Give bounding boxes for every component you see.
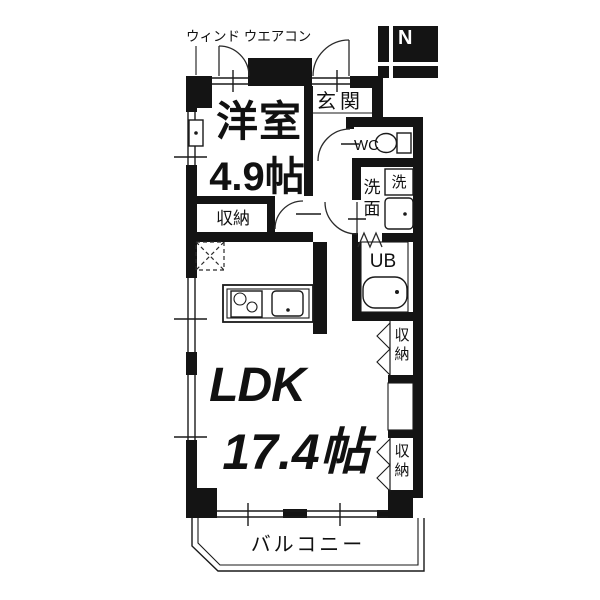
folding-door-bath: [357, 231, 383, 249]
counter-inner: [226, 288, 310, 319]
wall-segment: [186, 196, 275, 204]
fridge-cross: [195, 241, 225, 271]
western-closet-label: 収納: [216, 209, 250, 228]
door-arc: [312, 39, 350, 77]
door-arc: [324, 201, 358, 235]
north-square: [393, 26, 438, 62]
bath-label: UB: [370, 251, 396, 272]
sink-drain: [286, 308, 290, 312]
toilet-tank: [396, 132, 412, 154]
bathtub-icon: [362, 276, 408, 309]
wall-segment: [186, 76, 197, 112]
wall-segment: [346, 117, 354, 129]
wall-segment: [352, 312, 423, 321]
wall-segment: [377, 510, 388, 518]
labels: ウィンド ウエアコン 玄関 WC 洗 洗面 UB 洋室 4.9帖 収納 LDK …: [186, 29, 410, 556]
stove-burner: [233, 292, 247, 306]
door-arc: [317, 128, 351, 162]
north-bar: [378, 26, 389, 62]
wall-segment: [388, 430, 423, 438]
north-marker: N: [378, 26, 438, 78]
fixtures: [188, 46, 414, 323]
wall-segment: [186, 165, 197, 278]
laundry-label: 洗: [391, 174, 406, 191]
sink-icon: [271, 290, 304, 317]
closet-upper-label: 収納: [394, 327, 409, 363]
window-stile: [283, 509, 307, 518]
wall-segment: [372, 76, 383, 127]
door-arc: [274, 200, 304, 230]
folding-door-closet: [376, 437, 391, 467]
wall-segment: [267, 196, 275, 240]
washbasin-body: [384, 197, 414, 230]
bath-inner-outline: [360, 241, 409, 313]
washroom-label: 洗面: [364, 178, 381, 218]
ldk-size: 17.4帖: [222, 424, 376, 480]
bathtub-drain: [395, 290, 399, 294]
wall-segment: [186, 440, 197, 488]
wall-segment: [313, 242, 327, 334]
closet-lower-label: 収納: [394, 443, 409, 479]
ldk-label: LDK: [209, 359, 309, 412]
folding-door-closet: [376, 347, 391, 377]
wall-segment: [304, 86, 313, 196]
pipe-space-box: [387, 382, 414, 431]
balcony-inner-rail: [197, 518, 419, 566]
toilet-icon: [374, 132, 412, 154]
western-room-size: 4.9帖: [209, 155, 305, 199]
north-bar: [378, 66, 389, 78]
wall-segment: [346, 117, 423, 127]
wc-label: WC: [354, 137, 379, 154]
north-bar: [393, 66, 438, 78]
refrigerator-space-icon: [195, 241, 225, 271]
wall-segment: [352, 233, 358, 242]
bathtub-body: [362, 276, 408, 309]
entrance-label: 玄関: [316, 90, 364, 113]
stove-burner: [246, 301, 258, 313]
wall-pillar-right: [388, 490, 413, 518]
wall-pillar-left: [186, 488, 217, 518]
folding-door-closet: [376, 463, 391, 493]
door-arc: [218, 45, 250, 77]
folding-door-closet: [376, 321, 391, 351]
fridge-cross: [195, 241, 225, 271]
kitchen-counter: [222, 284, 314, 323]
stove-icon: [230, 290, 263, 318]
balcony-label: バルコニー: [251, 534, 366, 556]
washbasin-faucet: [403, 212, 407, 216]
wall-segment: [186, 232, 313, 242]
western-room-label: 洋室: [216, 98, 302, 145]
wall-segment: [382, 233, 423, 242]
north-label: N: [398, 27, 412, 49]
balcony-railing: [191, 518, 425, 572]
fridge-box: [195, 241, 225, 271]
wall-segment: [388, 375, 423, 383]
wall-segment: [248, 58, 312, 86]
washbasin-icon: [384, 197, 414, 230]
walls: [186, 58, 423, 518]
structure-lines: [312, 112, 414, 490]
wall-segment: [352, 167, 361, 200]
wall-segment: [352, 242, 361, 312]
ac-dot: [194, 131, 198, 135]
balcony-outer-rail: [191, 518, 425, 572]
ac-label: ウィンド ウエアコン: [186, 29, 311, 44]
toilet-bowl: [374, 132, 398, 154]
wall-segment: [352, 158, 423, 167]
wall-segment: [186, 352, 197, 375]
window-ac-icon: [188, 119, 204, 147]
sink-body: [271, 290, 304, 317]
laundry-pan-icon: [384, 168, 414, 196]
